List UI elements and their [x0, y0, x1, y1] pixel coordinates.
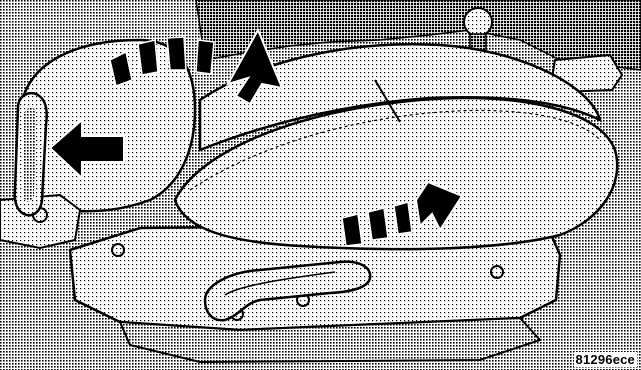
- gear-knob: [464, 8, 492, 36]
- figure-code: 81296ece: [574, 352, 637, 367]
- base-bolt: [112, 244, 124, 256]
- recline-lever-icon: [15, 93, 47, 215]
- base-bolt: [491, 266, 503, 278]
